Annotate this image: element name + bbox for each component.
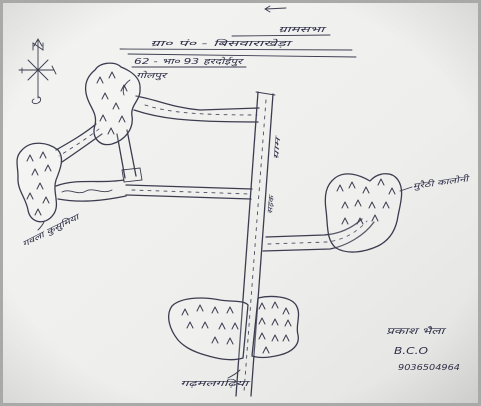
hut-mark [26, 154, 34, 162]
hut-mark [341, 201, 349, 209]
hut-mark [226, 306, 234, 314]
header-line-1: ग्रामसभा [278, 25, 328, 34]
hut-mark [108, 71, 116, 79]
signature-phone: 9036504964 [398, 363, 460, 372]
header-underline-1 [231, 34, 331, 37]
link-road-lower-edge [61, 133, 103, 163]
right-road-centre [267, 220, 368, 245]
hut-mark [354, 199, 362, 207]
hut-mark [44, 164, 52, 172]
hut-mark [377, 178, 385, 186]
hut-mark [39, 151, 47, 159]
hut-mark [42, 196, 50, 204]
village-left-area [16, 142, 63, 223]
hut-mark [271, 318, 279, 326]
hut-mark [118, 115, 126, 123]
hut-mark [99, 114, 107, 122]
middle-road-top-edge [125, 184, 253, 190]
main-road-right-edge [250, 93, 274, 397]
hut-mark [368, 201, 376, 209]
hut-mark [196, 304, 204, 312]
upper-road-bottom-edge [133, 109, 259, 123]
hut-mark [258, 317, 266, 325]
hut-mark [231, 322, 239, 330]
hut-mark [201, 321, 209, 329]
village-right-area [324, 173, 403, 253]
roads [55, 91, 375, 397]
hut-mark [362, 186, 370, 194]
right-road-top-edge [265, 218, 363, 238]
hut-mark [341, 217, 349, 225]
signature-name: प्रकाश भैला [386, 325, 447, 337]
hut-mark [348, 181, 356, 189]
hut-mark [258, 332, 266, 340]
road-label-lower: सड़क [266, 193, 276, 214]
curve-road-scribble [61, 189, 113, 194]
hut-mark [211, 306, 219, 314]
hut-marks [26, 71, 396, 354]
link-road-upper-edge [55, 123, 97, 151]
hut-mark [186, 321, 194, 329]
hut-mark [388, 187, 396, 195]
header-line-2: ग्रा० पं० - बिसवाराखेड़ा [150, 38, 294, 48]
curve-road-bottom-edge [57, 195, 127, 202]
hut-mark [36, 182, 44, 190]
header-underline-3 [127, 53, 357, 58]
hut-mark [112, 102, 120, 110]
hut-mark [282, 334, 290, 342]
villages [16, 62, 403, 361]
hut-mark [282, 307, 290, 315]
curve-road-top-edge [55, 179, 125, 187]
main-road-top-cap [255, 91, 276, 96]
hut-mark [107, 127, 115, 135]
village-bottom-left-area [168, 297, 249, 361]
header-underline-2 [119, 48, 353, 51]
hut-mark [34, 208, 42, 216]
main-road-left-edge [235, 91, 259, 397]
village-bottom-right-area [251, 295, 300, 359]
hut-mark [262, 346, 270, 354]
hut-mark [211, 336, 219, 344]
map-header: ग्रामसभा ग्रा० पं० - बिसवाराखेड़ा 62 - भ… [119, 25, 357, 68]
junction-box [121, 167, 143, 183]
village-label-bottom: गढ़मलगढ़िया [180, 378, 252, 388]
right-road-bottom-edge [262, 221, 375, 252]
middle-road-bottom-edge [125, 194, 252, 200]
hut-mark [371, 214, 379, 222]
main-road-centre [243, 99, 267, 393]
hut-mark [336, 184, 344, 192]
arrow-mark-icon [264, 5, 287, 13]
hut-mark [226, 337, 234, 345]
compass-icon [18, 38, 57, 104]
middle-road-centre [131, 189, 251, 195]
hut-mark [218, 322, 226, 330]
upper-road-top-edge [135, 95, 260, 111]
hut-mark [271, 334, 279, 342]
hut-mark [271, 301, 279, 309]
hut-mark [258, 302, 266, 310]
village-label-top-left: गोलपुर [136, 70, 169, 81]
road-label-upper: ग्राम [272, 134, 282, 161]
hut-mark [101, 92, 109, 100]
link-road-centre [58, 128, 100, 157]
hut-mark [181, 308, 189, 316]
hut-mark [31, 168, 39, 176]
hut-mark [382, 201, 390, 209]
signature-block: प्रकाश भैला B.C.O 9036504964 [386, 325, 460, 372]
signature-designation: B.C.O [394, 346, 428, 357]
leader-lines [37, 79, 413, 379]
header-line-3: 62 - भा० 93 हरदोईपुर [134, 56, 245, 67]
hut-mark [96, 76, 104, 84]
hut-mark [26, 192, 34, 200]
hut-mark [120, 84, 128, 92]
hut-mark [356, 217, 364, 225]
hut-mark [284, 319, 292, 327]
